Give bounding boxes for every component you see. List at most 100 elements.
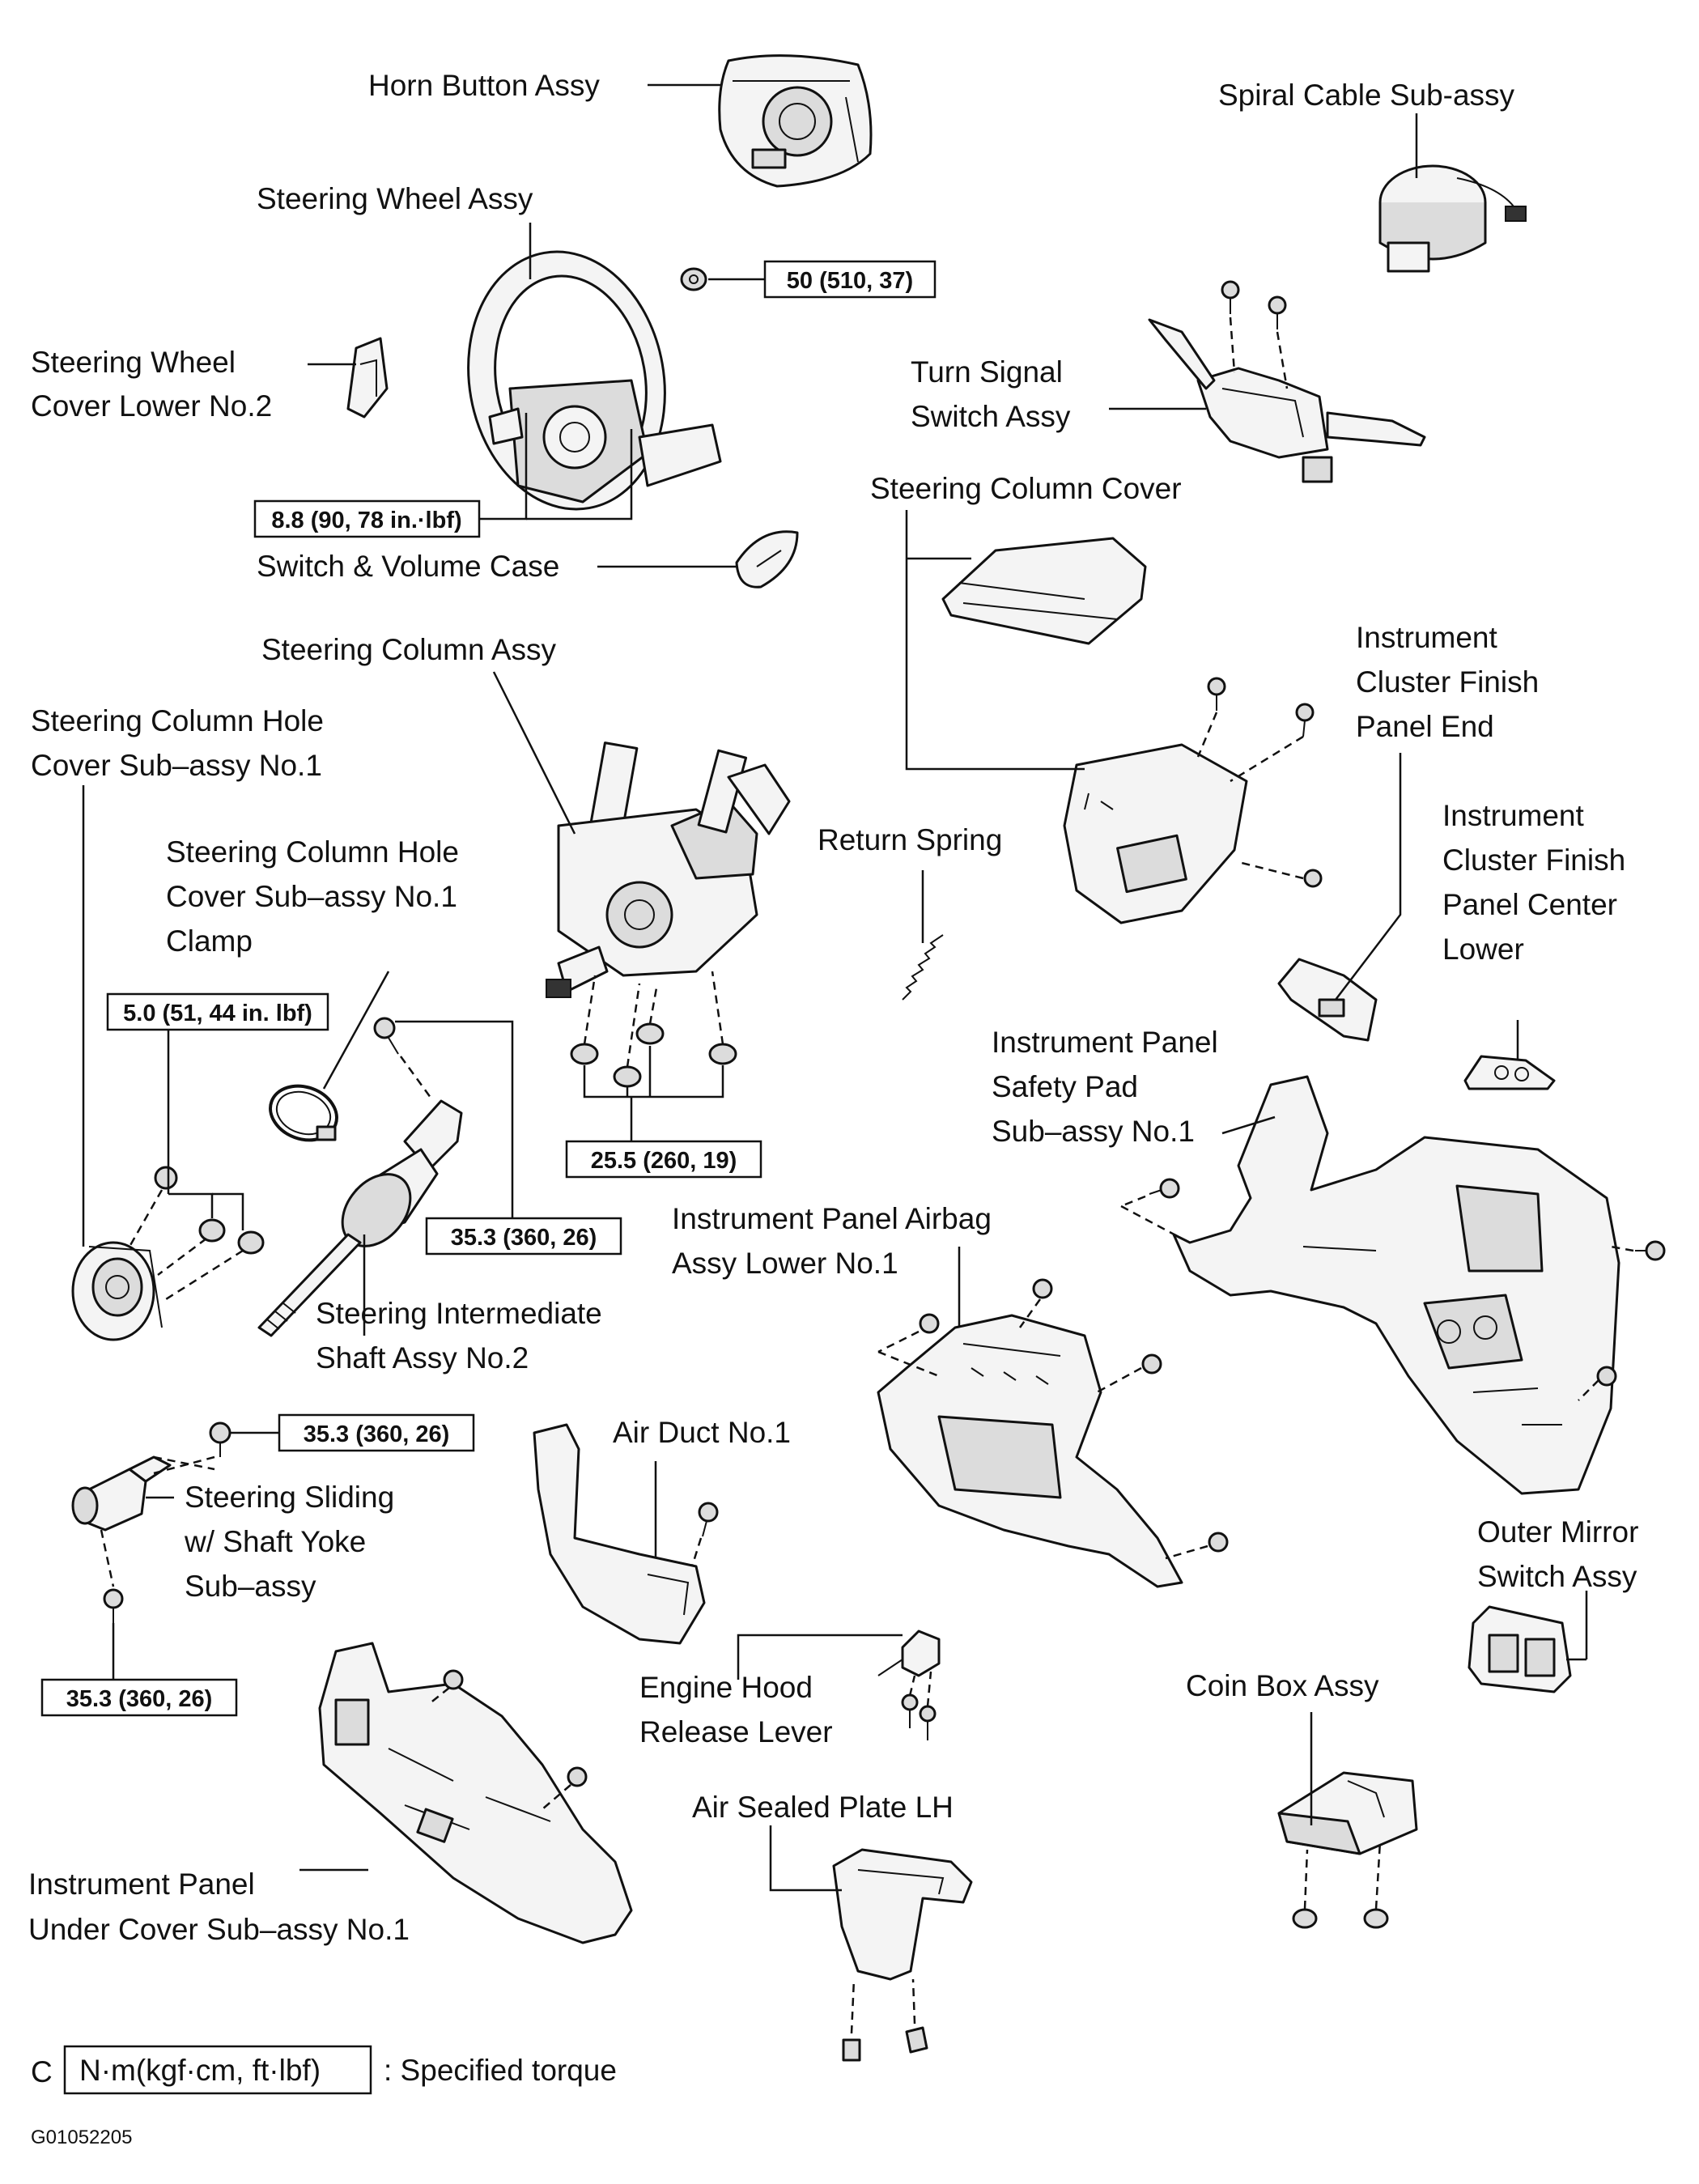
svg-text:Safety Pad: Safety Pad (992, 1070, 1138, 1103)
svg-text:w/ Shaft Yoke: w/ Shaft Yoke (184, 1525, 366, 1558)
svg-text:Sub–assy No.1: Sub–assy No.1 (992, 1115, 1195, 1148)
torque-spec-sliding-lower: 35.3 (360, 26) (40, 1678, 238, 1717)
wheel-cover-lower-part (346, 337, 389, 419)
hole-cover-part (71, 1241, 163, 1341)
switch-volume-case-part (735, 530, 799, 588)
intermediate-shaft-part (257, 1099, 463, 1337)
svg-text:Instrument Panel: Instrument Panel (992, 1026, 1218, 1059)
safety-pad-part (1172, 1075, 1620, 1495)
svg-text:35.3 (360, 26): 35.3 (360, 26) (66, 1686, 213, 1712)
svg-text:Clamp: Clamp (166, 924, 253, 958)
hole-clamp-part (269, 1084, 338, 1142)
air-sealed-plate-clips (842, 1978, 928, 2062)
svg-text:8.8 (90, 78 in.·lbf): 8.8 (90, 78 in.·lbf) (271, 508, 461, 533)
coin-box-clips (1292, 1841, 1389, 1929)
svg-text:Switch Assy: Switch Assy (1477, 1560, 1637, 1593)
label-intermediate-shaft: Steering Intermediate Shaft Assy No.2 (316, 1297, 602, 1375)
column-cover-screws (1196, 677, 1323, 888)
svg-text:: Specified torque: : Specified torque (384, 2054, 617, 2087)
column-nuts (570, 971, 737, 1088)
label-air-sealed-plate: Air Sealed Plate LH (692, 1791, 954, 1824)
air-duct-screw (690, 1502, 719, 1567)
svg-text:Instrument Panel: Instrument Panel (28, 1867, 255, 1901)
label-column-cover: Steering Column Cover (870, 472, 1182, 505)
label-cluster-finish-center: Instrument Cluster Finish Panel Center L… (1442, 799, 1625, 966)
svg-text:Outer Mirror: Outer Mirror (1477, 1515, 1638, 1549)
svg-text:Cluster Finish: Cluster Finish (1356, 665, 1539, 699)
svg-text:50 (510, 37): 50 (510, 37) (787, 268, 913, 294)
svg-text:Steering Intermediate: Steering Intermediate (316, 1297, 602, 1330)
label-coin-box: Coin Box Assy (1186, 1669, 1379, 1702)
label-turn-signal: Turn Signal Switch Assy (911, 355, 1071, 433)
hole-cover-fasteners (128, 1166, 265, 1301)
label-steering-wheel: Steering Wheel Assy (257, 182, 533, 215)
horn-button-part (718, 54, 873, 188)
svg-text:Steering Sliding: Steering Sliding (185, 1481, 394, 1514)
spiral-cable-part (1378, 164, 1527, 273)
figure-code: G01052205 (31, 2127, 132, 2148)
label-wheel-cover-lower: Steering Wheel Cover Lower No.2 (31, 346, 272, 423)
svg-text:Sub–assy: Sub–assy (185, 1570, 316, 1603)
svg-text:Instrument: Instrument (1442, 799, 1585, 832)
torque-spec-wheel-nut: 50 (510, 37) (763, 260, 937, 299)
svg-text:Steering Wheel: Steering Wheel (31, 346, 236, 379)
label-sliding-yoke: Steering Sliding w/ Shaft Yoke Sub–assy (184, 1481, 394, 1603)
cluster-finish-center-part (1463, 1055, 1556, 1090)
coin-box-part (1277, 1771, 1418, 1855)
label-cluster-finish-end: Instrument Cluster Finish Panel End (1356, 621, 1539, 743)
label-hole-clamp: Steering Column Hole Cover Sub–assy No.1… (166, 835, 459, 958)
torque-spec-wheel-screws: 8.8 (90, 78 in.·lbf) (253, 499, 481, 538)
intermediate-bolt-part (373, 1017, 435, 1102)
sliding-yoke-part (71, 1455, 172, 1532)
column-cover-upper-part (941, 537, 1147, 645)
safety-pad-screws (1120, 1178, 1666, 1401)
svg-text:25.5 (260, 19): 25.5 (260, 19) (591, 1148, 737, 1174)
torque-spec-sliding-upper: 35.3 (360, 26) (278, 1413, 475, 1452)
svg-text:Instrument Panel Airbag: Instrument Panel Airbag (672, 1202, 992, 1235)
label-under-cover: Instrument Panel Under Cover Sub–assy No… (28, 1867, 410, 1946)
steering-column-part (546, 741, 791, 998)
label-switch-volume-case: Switch & Volume Case (257, 550, 559, 583)
label-horn-button: Horn Button Assy (368, 69, 600, 102)
outer-mirror-switch-part (1468, 1605, 1572, 1693)
steering-wheel-part (467, 250, 722, 511)
svg-text:Cover Sub–assy No.1: Cover Sub–assy No.1 (166, 880, 457, 913)
torque-spec-hole-cover: 5.0 (51, 44 in. lbf) (106, 992, 329, 1031)
svg-text:Release Lever: Release Lever (639, 1715, 833, 1748)
svg-text:Panel End: Panel End (1356, 710, 1494, 743)
svg-text:Engine Hood: Engine Hood (639, 1671, 813, 1704)
svg-text:Cluster Finish: Cluster Finish (1442, 843, 1625, 877)
svg-text:35.3 (360, 26): 35.3 (360, 26) (451, 1225, 597, 1251)
svg-text:C: C (31, 2055, 53, 2088)
svg-text:Assy Lower No.1: Assy Lower No.1 (672, 1247, 898, 1280)
svg-text:N·m(kgf·cm, ft·lbf): N·m(kgf·cm, ft·lbf) (79, 2054, 321, 2087)
svg-text:Shaft Assy No.2: Shaft Assy No.2 (316, 1341, 529, 1375)
air-sealed-plate-part (832, 1848, 973, 1981)
air-duct-part (533, 1423, 706, 1645)
under-cover-screws (428, 1669, 588, 1810)
sliding-yoke-bolts (100, 1421, 231, 1623)
column-cover-lower-part (1063, 743, 1248, 924)
engine-hood-lever-part (877, 1630, 941, 1740)
svg-text:Under Cover Sub–assy No.1: Under Cover Sub–assy No.1 (28, 1913, 410, 1946)
wheel-nut-part (680, 267, 707, 291)
label-air-duct: Air Duct No.1 (613, 1416, 791, 1449)
label-outer-mirror: Outer Mirror Switch Assy (1477, 1515, 1638, 1593)
label-engine-hood: Engine Hood Release Lever (639, 1671, 833, 1748)
leader-lines (82, 83, 1588, 1892)
return-spring-part (902, 934, 944, 1001)
torque-spec-column-nuts: 25.5 (260, 19) (565, 1140, 762, 1179)
label-hole-cover: Steering Column Hole Cover Sub–assy No.1 (31, 704, 324, 782)
torque-legend: C N·m(kgf·cm, ft·lbf) : Specified torque (31, 2045, 617, 2095)
svg-text:5.0 (51, 44 in. lbf): 5.0 (51, 44 in. lbf) (123, 1001, 312, 1026)
airbag-lower-part (877, 1314, 1183, 1588)
svg-text:Switch Assy: Switch Assy (911, 400, 1071, 433)
svg-text:35.3 (360, 26): 35.3 (360, 26) (304, 1421, 450, 1447)
label-return-spring: Return Spring (818, 823, 1002, 856)
cluster-finish-end-part (1277, 958, 1378, 1042)
svg-text:Steering Column Hole: Steering Column Hole (31, 704, 324, 737)
label-spiral-cable: Spiral Cable Sub-assy (1218, 79, 1515, 112)
svg-text:Steering Column Hole: Steering Column Hole (166, 835, 459, 869)
